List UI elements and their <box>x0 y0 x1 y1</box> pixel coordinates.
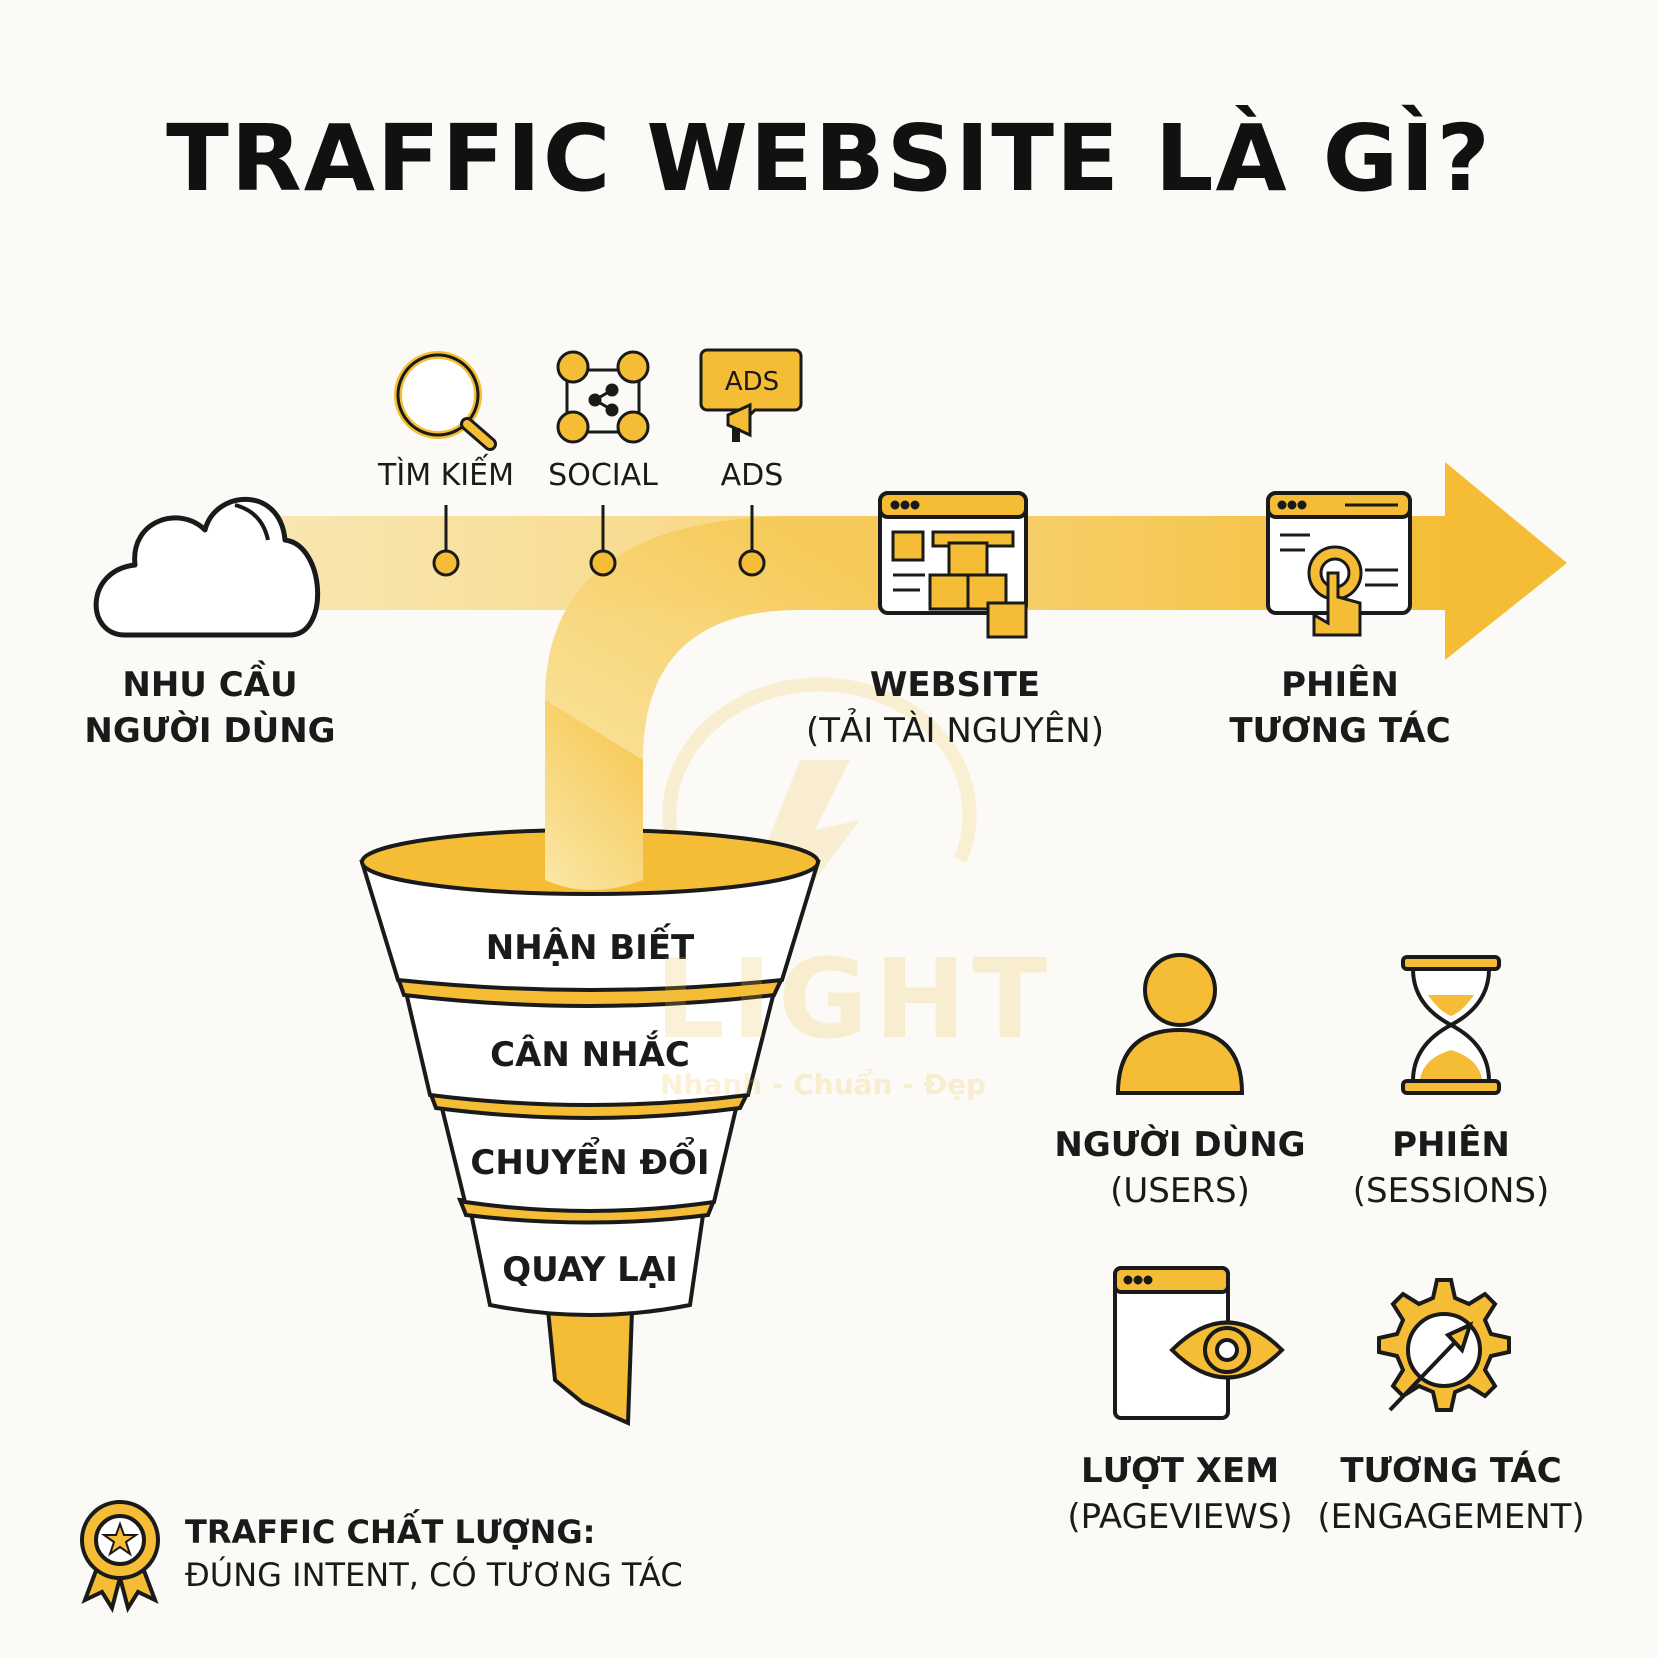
source-label-ads: ADS <box>720 458 784 493</box>
user-need-label: NHU CẦU NGƯỜI DÙNG <box>70 662 350 754</box>
eye-window-icon <box>1113 1266 1285 1420</box>
metric-pageviews-sub: (PAGEVIEWS) <box>1067 1497 1293 1537</box>
metric-engagement-label: TƯƠNG TÁC (ENGAGEMENT) <box>1296 1448 1606 1540</box>
metric-users-sub: (USERS) <box>1110 1171 1250 1211</box>
social-network-icon <box>556 350 650 444</box>
metric-users-label: NGƯỜI DÙNG (USERS) <box>1040 1122 1320 1214</box>
funnel-layer-4 <box>467 1206 707 1317</box>
source-pin-ads <box>738 505 766 577</box>
page-title: TRAFFIC WEBSITE LÀ GÌ? <box>166 105 1492 212</box>
search-icon <box>394 351 497 451</box>
watermark-tagline: Nhanh - Chuẩn - Đẹp <box>660 1068 987 1101</box>
funnel-stage-consideration: CÂN NHẮC <box>490 1035 690 1075</box>
hourglass-icon <box>1401 955 1501 1095</box>
source-pin-search <box>432 505 460 577</box>
ads-badge-text: ADS <box>725 367 779 397</box>
watermark-logo <box>662 677 977 940</box>
funnel-layer-2 <box>402 986 778 1107</box>
ads-megaphone-icon: ADS <box>699 348 803 442</box>
session-line-2: TƯƠNG TÁC <box>1229 711 1451 751</box>
funnel-stage-conversion: CHUYỂN ĐỔI <box>470 1143 710 1183</box>
user-need-line-2: NGƯỜI DÙNG <box>84 711 336 751</box>
session-label: PHIÊN TƯƠNG TÁC <box>1200 662 1480 754</box>
user-icon <box>1115 953 1245 1095</box>
funnel <box>359 700 821 1427</box>
metric-sessions-sub: (SESSIONS) <box>1352 1171 1550 1211</box>
website-label: WEBSITE (TẢI TÀI NGUYÊN) <box>790 662 1120 754</box>
funnel-stage-return: QUAY LẠI <box>502 1250 678 1290</box>
funnel-stage-awareness: NHẬN BIẾT <box>485 928 695 968</box>
funnel-layer-1 <box>359 860 821 992</box>
source-pin-social <box>589 505 617 577</box>
gear-arrow-icon <box>1377 1278 1511 1412</box>
legend-text: ĐÚNG INTENT, CÓ TƯƠNG TÁC <box>185 1556 683 1594</box>
metric-engagement-title: TƯƠNG TÁC <box>1340 1451 1562 1491</box>
legend-title: TRAFFIC CHẤT LƯỢNG: <box>185 1513 596 1551</box>
website-browser-icon <box>878 491 1028 639</box>
website-line-1: WEBSITE <box>869 665 1041 705</box>
metric-sessions-title: PHIÊN <box>1392 1125 1510 1165</box>
watermark-brand: LIGHT <box>655 935 1054 1063</box>
source-label-social: SOCIAL <box>548 458 658 493</box>
metric-users-title: NGƯỜI DÙNG <box>1054 1125 1306 1165</box>
metric-sessions-label: PHIÊN (SESSIONS) <box>1311 1122 1591 1214</box>
funnel-layer-3 <box>437 1098 741 1213</box>
session-interaction-icon <box>1266 491 1412 637</box>
website-line-2: (TẢI TÀI NGUYÊN) <box>806 711 1104 751</box>
session-line-1: PHIÊN <box>1281 665 1399 705</box>
metric-pageviews-title: LƯỢT XEM <box>1080 1451 1280 1491</box>
cloud-highlight <box>234 503 270 541</box>
cloud-icon <box>93 496 320 638</box>
award-badge-icon <box>80 1500 160 1613</box>
metric-pageviews-label: LƯỢT XEM (PAGEVIEWS) <box>1040 1448 1320 1540</box>
source-label-search: TÌM KIẾM <box>378 458 514 493</box>
metric-engagement-sub: (ENGAGEMENT) <box>1317 1497 1585 1537</box>
user-need-line-1: NHU CẦU <box>122 665 298 705</box>
funnel-stem <box>545 1308 635 1427</box>
